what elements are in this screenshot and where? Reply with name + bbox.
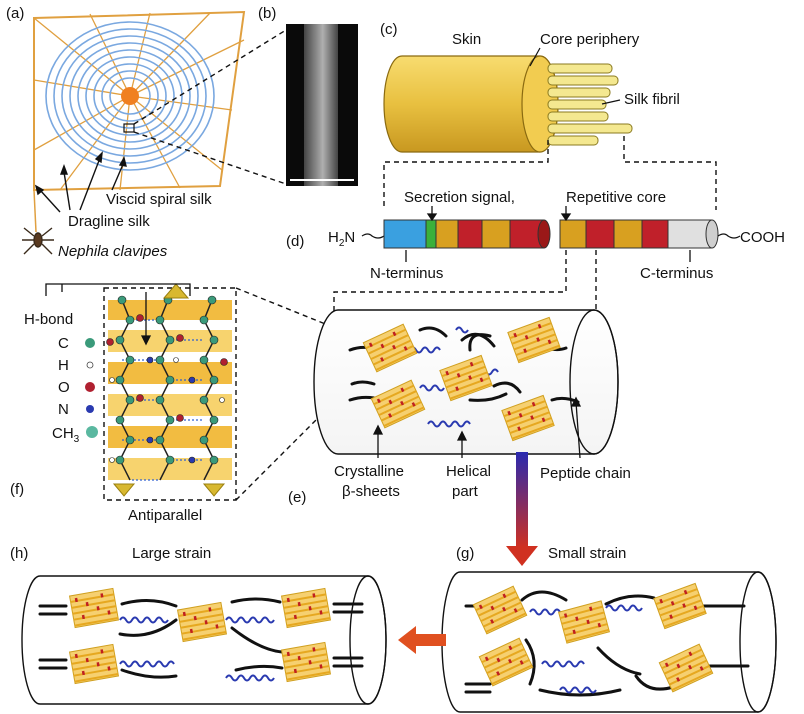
silk-fibrils [547, 63, 633, 146]
peptide-chains-h [38, 597, 364, 679]
legend-n: N [58, 401, 69, 418]
antiparallel-arrows [112, 283, 226, 497]
label-arrows-c [529, 47, 621, 105]
label-silk-fibril: Silk fibril [624, 91, 680, 108]
spider-icon [22, 227, 54, 255]
label-peptide-chain: Peptide chain [540, 465, 631, 482]
label-viscid-spiral: Viscid spiral silk [106, 191, 212, 208]
panel-label-g: (g) [456, 545, 474, 562]
backbone-chains [119, 299, 215, 481]
legend-o-dot [85, 382, 95, 392]
panel-label-e: (e) [288, 489, 306, 506]
label-crystalline: Crystalline [334, 463, 404, 480]
fiber-strand [304, 24, 338, 186]
legend-n-dot [86, 405, 94, 413]
web-radials [33, 12, 245, 191]
arrow-down-icon [506, 452, 538, 566]
beta-crystal [68, 643, 120, 685]
small-strain-tube-end [739, 571, 777, 713]
legend-ch3: CH3 [52, 425, 80, 445]
label-dragline-silk: Dragline silk [68, 213, 150, 230]
label-skin: Skin [452, 31, 481, 48]
label-n-terminus: N-terminus [370, 265, 443, 282]
panel-label-f: (f) [10, 481, 24, 498]
zoom-box [123, 123, 135, 133]
label-helical: Helical [446, 463, 491, 480]
beta-crystal [280, 587, 332, 629]
zoom-lines-ab [133, 29, 287, 185]
label-arrows-e [372, 396, 582, 459]
label-core-periphery: Core periphery [540, 31, 640, 48]
label-arrows-d [405, 206, 691, 262]
protein-sequence-panel: (d) H2N COOH Secretion signal, Repetitiv… [286, 189, 785, 282]
zoom-lines-cd [383, 136, 717, 210]
label-large-strain: Large strain [132, 545, 211, 562]
h2n-link [361, 233, 385, 239]
sequence-bar-left [383, 219, 551, 249]
panel-label-d: (d) [286, 233, 304, 250]
small-strain-panel: (g) Small strain [441, 545, 777, 713]
atom-legend: C H O N CH3 [52, 335, 98, 445]
beta-sheet-panel: (f) [10, 283, 237, 524]
hbond-bracket [45, 283, 191, 346]
beta-crystal [176, 601, 228, 643]
web-spiral [45, 21, 215, 171]
label-repetitive-core: Repetitive core [566, 189, 666, 206]
hbond-dashes [122, 319, 202, 481]
molecule-box [103, 287, 237, 501]
microfibril-end [569, 309, 619, 455]
large-strain-panel: (h) Large strain [10, 545, 387, 705]
dragline-thread [33, 189, 37, 233]
panel-label-c: (c) [380, 21, 398, 38]
legend-c: C [58, 335, 69, 352]
legend-h: H [58, 357, 69, 374]
beta-crystal [280, 641, 332, 683]
helical-parts-g [529, 604, 643, 694]
label-antiparallel: Antiparallel [128, 507, 202, 524]
legend-o: O [58, 379, 70, 396]
web-hub [121, 87, 139, 105]
cooh-link [717, 233, 741, 239]
label-h2n: H2N [328, 229, 355, 249]
panel-label-b: (b) [258, 5, 276, 22]
legend-c-dot [85, 338, 95, 348]
label-arrows-a [34, 151, 127, 213]
legend-ch3-dot [86, 426, 98, 438]
beta-crystal [68, 587, 120, 629]
web-frame [33, 10, 246, 192]
label-secretion-signal: Secretion signal, [404, 189, 515, 206]
arrow-left-icon [398, 626, 446, 654]
legend-h-dot [86, 361, 94, 369]
microfibril-panel: (e) [288, 309, 631, 506]
label-nephila-clavipes: Nephila clavipes [58, 243, 168, 260]
label-beta-sheets: β-sheets [342, 483, 400, 500]
zoom-lines-de [333, 250, 597, 312]
sequence-bar-right [559, 219, 719, 249]
label-small-strain: Small strain [548, 545, 626, 562]
panel-label-h: (h) [10, 545, 28, 562]
atoms [106, 295, 228, 465]
panel-label-a: (a) [6, 5, 24, 22]
fiber-micrograph-panel: (b) [258, 5, 358, 186]
spider-web-panel: (a) Viscid spiral silk [6, 5, 246, 260]
fiber-cable-panel: (c) Skin Core periphery Silk fibril [380, 21, 680, 153]
large-strain-tube-end [349, 575, 387, 705]
label-part: part [452, 483, 479, 500]
helical-parts-h [119, 616, 275, 682]
label-c-terminus: C-terminus [640, 265, 713, 282]
label-cooh: COOH [740, 229, 785, 246]
label-h-bond: H-bond [24, 311, 73, 328]
